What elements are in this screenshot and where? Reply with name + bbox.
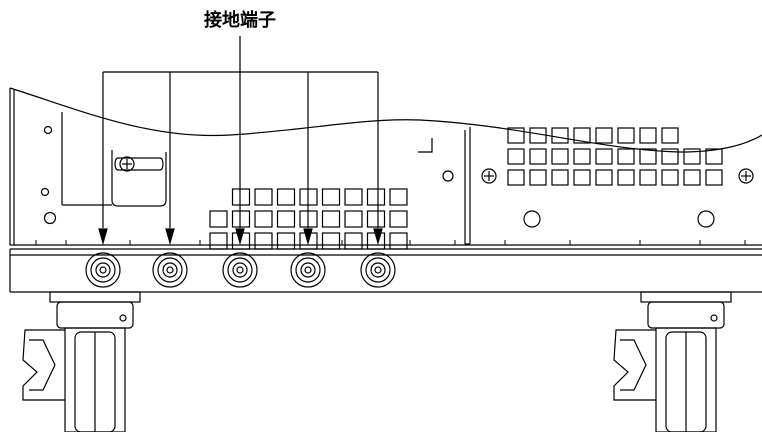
ground-terminal-icon xyxy=(85,252,121,288)
callout-label: 接地端子 xyxy=(204,10,276,31)
arrow-icon xyxy=(373,228,383,246)
arrow-icon xyxy=(303,228,313,246)
screw-icon xyxy=(481,168,497,184)
ground-terminal-icon xyxy=(290,252,326,288)
vent-grid-right xyxy=(507,127,723,186)
ground-terminal-icon xyxy=(152,252,188,288)
ground-terminal-icon xyxy=(222,252,258,288)
mount-holes xyxy=(40,125,715,228)
cabinet-body xyxy=(9,87,762,250)
caster-wheel-icon xyxy=(613,291,732,432)
arrow-icon xyxy=(165,228,175,246)
screw-icon xyxy=(114,156,164,172)
leader-lines xyxy=(102,36,379,228)
ground-terminals xyxy=(85,228,396,288)
ground-terminal-icon xyxy=(360,252,396,288)
screw-icon xyxy=(738,168,754,184)
arrow-icon xyxy=(98,228,108,246)
arrow-icon xyxy=(235,228,245,246)
caster-wheel-icon xyxy=(22,291,141,432)
